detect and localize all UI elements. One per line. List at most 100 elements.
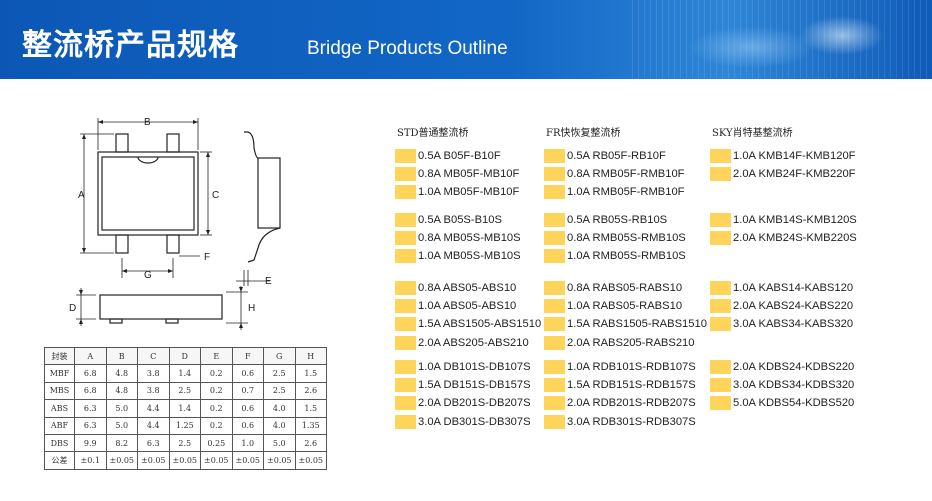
label-a: A [78,190,85,201]
product-swatch [710,281,731,295]
lead-top-right [166,133,180,153]
product-label: 1.0A RMB05S-RMB10S [567,250,686,263]
product-swatch [544,317,565,332]
product-swatch [395,231,416,246]
dimension-cell: 2.5 [263,364,296,383]
product-label: 3.0A DB301S-DB307S [418,415,531,428]
product-item: 2.0A RDB201S-RDB207S [544,396,696,411]
product-label: 0.8A RMB05S-RMB10S [567,232,686,245]
product-label: 1.0A RABS05-RABS10 [567,300,683,313]
product-label: 3.0A KDBS34-KDBS320 [733,379,855,392]
product-item: 0.8A RABS05-RABS10 [544,281,682,295]
product-label: 0.5A B05F-B10F [418,150,501,162]
dimension-cell: 2.5 [168,381,201,401]
product-label: 0.8A MB05F-MB10F [418,168,520,181]
dimension-cell: ±0.05 [168,451,201,470]
product-item: 0.5A RB05S-RB10S [544,213,667,227]
product-item: 0.8A MB05S-MB10S [395,231,521,246]
product-label: 0.8A MB05S-MB10S [418,232,521,245]
product-label: 0.8A RMB05F-RMB10F [567,168,685,181]
dimension-cell: 0.2 [200,364,233,383]
column-heading-fr: FR快恢复整流桥 [546,128,621,139]
product-swatch [544,167,565,182]
dimension-cell: 6.3 [74,399,107,418]
product-item: 2.0A KABS24-KABS220 [710,299,853,314]
dimension-cell: 0.2 [200,381,233,401]
dimension-cell: 3.8 [137,364,170,383]
top-view-body [97,151,199,236]
dimension-cell: 1.4 [168,364,201,383]
column-heading-std: STD普通整流桥 [397,128,469,139]
product-swatch [395,213,416,227]
product-swatch [544,185,565,200]
product-item: 2.0A RABS205-RABS210 [544,335,695,350]
dimension-cell: ±0.05 [263,451,296,470]
label-g: G [144,270,152,281]
dimension-cell: ±0.05 [137,451,170,470]
product-label: 2.0A ABS205-ABS210 [418,336,529,349]
page-title-cn: 整流桥产品规格 [22,28,239,63]
label-d: D [69,303,76,314]
product-label: 3.0A RDB301S-RDB307S [567,415,696,428]
product-label: 1.0A RDB101S-RDB107S [567,361,696,373]
dimension-cell: 4.8 [105,364,138,383]
dimension-cell: 4.8 [105,381,138,401]
product-item: 0.8A RMB05F-RMB10F [544,167,685,182]
dimension-cell: 0.2 [200,416,233,435]
side-view [244,131,281,263]
product-swatch [544,231,565,246]
product-item: 0.8A MB05F-MB10F [395,167,520,182]
dimension-cell: 1.0 [231,433,264,453]
table-header: H [294,346,327,366]
dimension-cell: 0.6 [231,399,264,418]
product-item: 1.5A ABS1505-ABS1510 [395,317,542,332]
product-swatch [710,317,731,332]
table-row: 公差±0.1±0.05±0.05±0.05±0.05±0.05±0.05±0.0… [44,451,327,470]
product-item: 0.5A B05S-B10S [395,213,502,227]
product-label: 1.0A KMB14S-KMB120S [733,214,857,226]
product-swatch [395,396,416,411]
product-label: 2.0A KMB24F-KMB220F [733,168,856,181]
product-swatch [710,231,731,246]
dimension-cell: ±0.05 [294,451,327,470]
product-item: 1.5A RABS1505-RABS1510 [544,317,707,332]
label-h: H [248,303,255,314]
product-swatch [395,360,416,374]
product-label: 2.0A KMB24S-KMB220S [733,232,857,245]
product-swatch [395,167,416,182]
product-swatch [544,281,565,295]
product-swatch [395,185,416,200]
product-label: 0.5A B05S-B10S [418,214,502,226]
product-swatch [395,249,416,264]
dimension-cell: 2.5 [168,433,201,453]
table-header: B [105,346,138,366]
product-item: 1.0A KMB14F-KMB120F [710,149,856,163]
dimension-cell: ±0.05 [200,451,233,470]
package-name-cell: ABF [44,416,75,435]
table-header: A [74,346,107,366]
product-item: 1.0A RDB101S-RDB107S [544,360,696,374]
product-item: 1.5A DB151S-DB157S [395,378,531,393]
product-item: 2.0A DB201S-DB207S [395,396,531,411]
dimension-cell: 3.8 [137,381,170,401]
package-name-cell: MBS [44,381,75,401]
product-swatch [710,167,731,182]
column-heading-sky: SKY肖特基整流桥 [712,128,793,139]
product-item: 3.0A KABS34-KABS320 [710,317,853,332]
product-label: 1.5A ABS1505-ABS1510 [418,318,542,331]
dimension-cell: 1.5 [294,399,327,418]
dimension-cell: 4.0 [263,416,296,435]
package-name-cell: 公差 [44,451,75,470]
product-label: 1.5A RDB151S-RDB157S [567,379,696,392]
product-item: 0.5A RB05F-RB10F [544,149,666,163]
product-label: 1.0A KABS14-KABS120 [733,282,854,294]
dimension-cell: 4.4 [137,416,170,435]
product-label: 1.5A RABS1505-RABS1510 [567,318,707,331]
dimension-cell: 1.4 [168,399,201,418]
product-swatch [544,299,565,314]
product-item: 0.8A ABS05-ABS10 [395,281,516,295]
dimension-cell: 1.5 [294,364,327,383]
